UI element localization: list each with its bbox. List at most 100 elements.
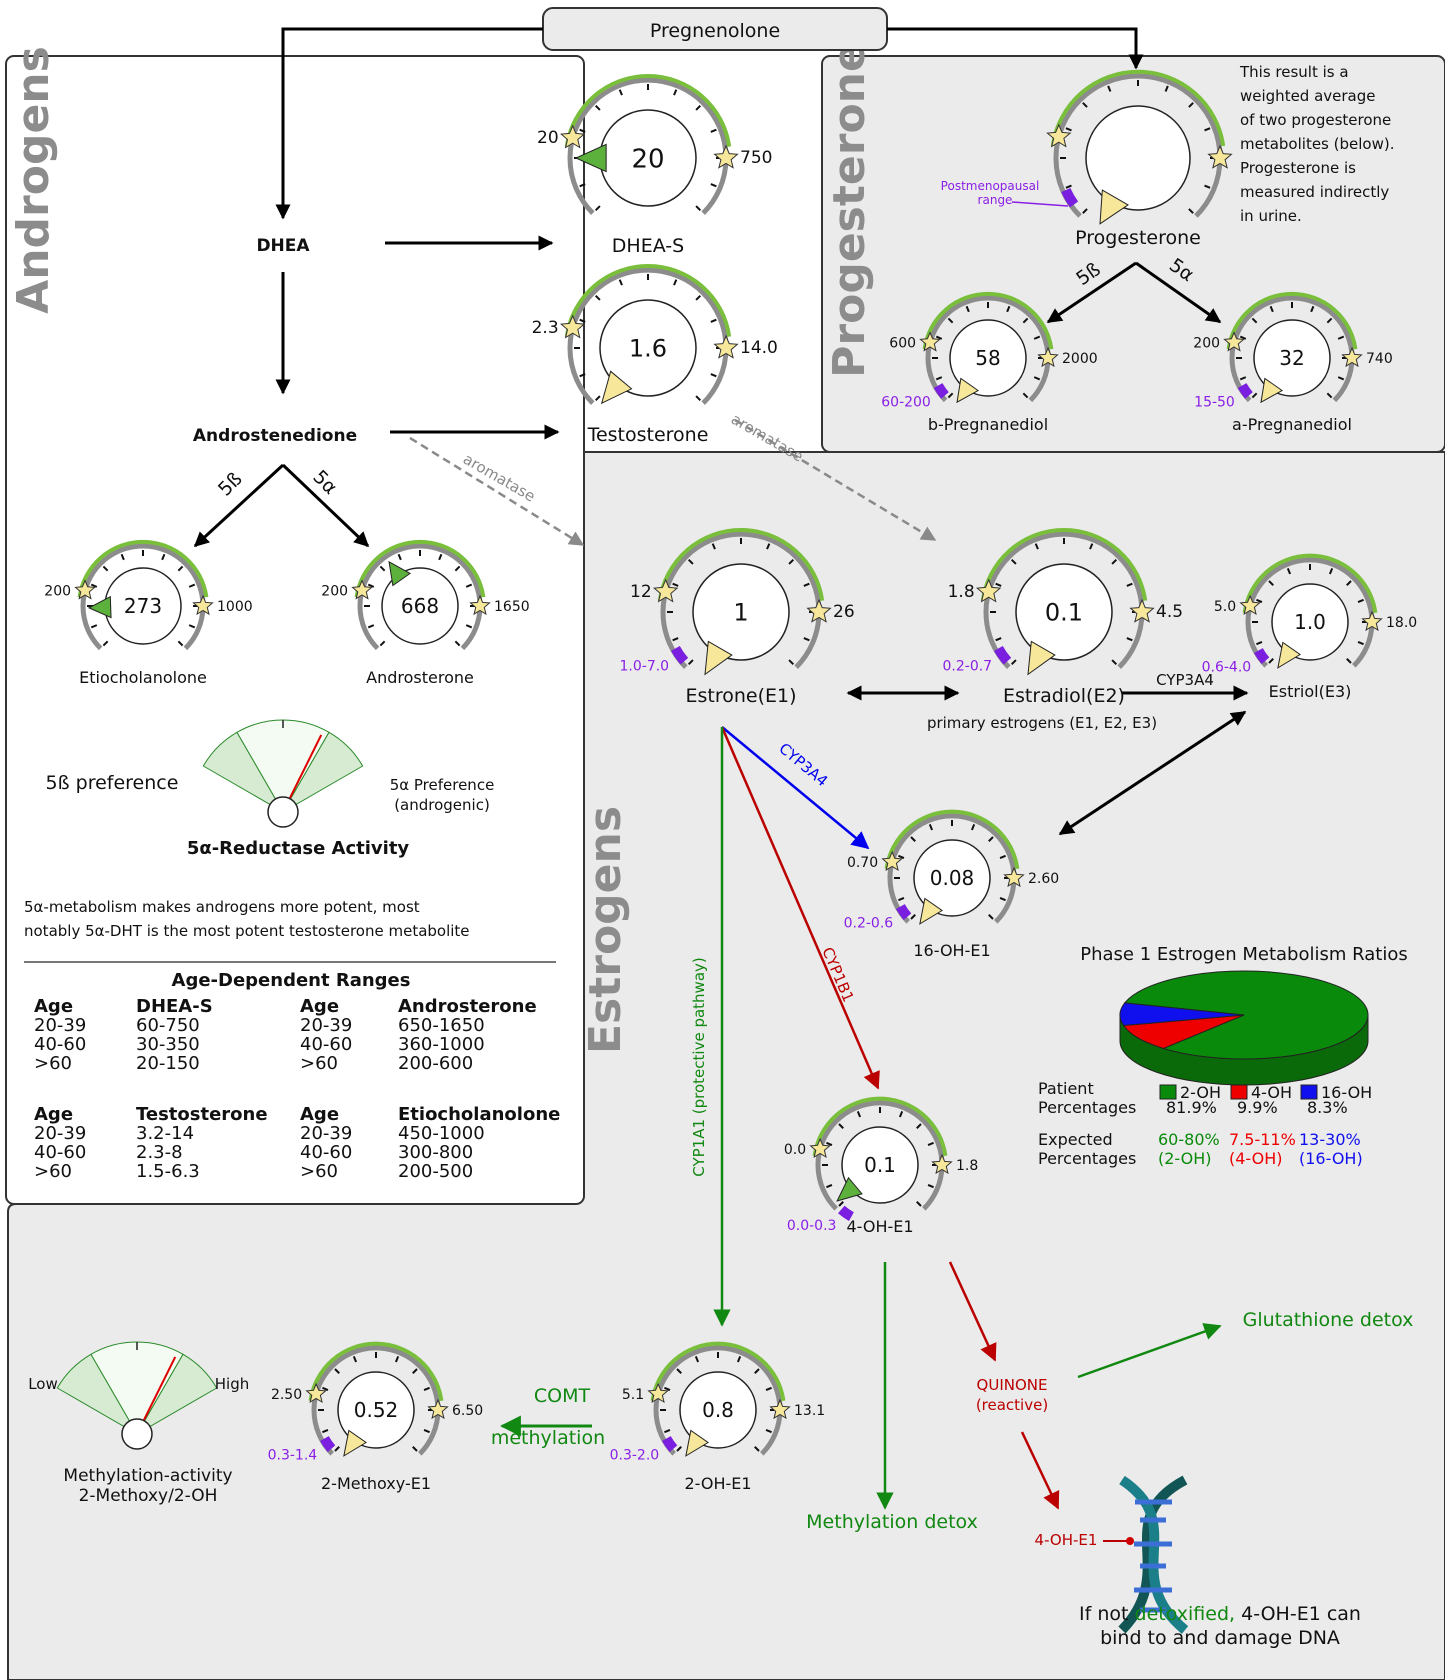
age-table-cell: 200-500 xyxy=(398,1161,473,1182)
e1-tick xyxy=(711,543,716,550)
dheas-pointer xyxy=(574,143,607,173)
etio-tick xyxy=(177,565,184,572)
methoxy-tick xyxy=(412,1368,418,1374)
oh16-tick xyxy=(988,914,994,920)
andro-tick xyxy=(465,624,473,629)
e1-tick xyxy=(687,558,694,565)
age-table-cell: 20-150 xyxy=(136,1053,200,1074)
legend-swatch xyxy=(1300,1084,1318,1100)
e1-postmenopausal-range-bar xyxy=(671,645,689,665)
bpreg-low-limit: 600 xyxy=(889,335,916,351)
svg-text:of two progesterone: of two progesterone xyxy=(1240,111,1391,129)
gauges-layer: 2020750DHEA-S1.62.314.0TestosteroneProge… xyxy=(44,69,1417,1493)
fan-methyl-right-band xyxy=(135,1353,218,1436)
testosterone-value: 1.6 xyxy=(629,335,667,363)
etio-tick xyxy=(188,583,196,588)
age-table-cell: 2.3-8 xyxy=(136,1142,183,1163)
dheas-tick xyxy=(695,205,702,212)
testosterone-tick xyxy=(594,294,601,301)
oh2-tick xyxy=(736,1356,742,1363)
cyp3a4-label-black: CYP3A4 xyxy=(1156,671,1214,689)
etio-tick xyxy=(90,624,98,629)
legend-patient-pct: 81.9% xyxy=(1166,1098,1217,1117)
oh4-tick xyxy=(838,1123,844,1129)
e1-tick xyxy=(687,659,694,666)
bpreg-tick xyxy=(1006,305,1011,313)
apreg-pointer xyxy=(1260,377,1284,404)
bpreg-tick xyxy=(947,317,954,324)
e3-tick xyxy=(1256,640,1263,646)
andro-normal-band xyxy=(354,539,486,598)
progesterone-tick xyxy=(1204,127,1211,132)
bpreg-value: 58 xyxy=(975,346,1000,370)
dheas-low-limit: 20 xyxy=(537,128,559,148)
postmenopausal-label: Postmenopausal xyxy=(941,179,1040,193)
oh4-tick xyxy=(916,1123,922,1129)
methoxy-tick xyxy=(352,1356,358,1363)
methoxy-value: 0.52 xyxy=(354,1398,399,1422)
testosterone-name: Testosterone xyxy=(587,424,709,446)
oh2-tick xyxy=(676,1368,682,1374)
apreg-value: 32 xyxy=(1279,346,1304,370)
andro-tick xyxy=(438,553,443,561)
etio-high-limit-star-icon xyxy=(192,594,214,616)
e1-tick xyxy=(788,558,795,565)
quinone-reactive-label: (reactive) xyxy=(976,1396,1048,1414)
e1-tick xyxy=(803,582,810,587)
oh16-tick xyxy=(999,854,1006,860)
oh16-postmenopausal-range: 0.2-0.6 xyxy=(844,916,894,932)
bpreg-low-limit-star-icon xyxy=(919,331,941,352)
e3-tick xyxy=(1268,658,1274,664)
androgen-panel xyxy=(5,55,585,1205)
age-table-header: Androsterone xyxy=(398,996,537,1017)
oh16-value-circle xyxy=(913,839,991,917)
age-table-cell: 3.2-14 xyxy=(136,1123,194,1144)
patient-label: Percentages xyxy=(1038,1098,1136,1117)
andro-value-circle xyxy=(381,567,459,645)
andro-value: 668 xyxy=(401,594,439,618)
bpreg-tick xyxy=(1022,392,1029,399)
progesterone-tick xyxy=(1065,184,1072,189)
pie-slice-2-OH xyxy=(1123,970,1369,1060)
methoxy-tick xyxy=(334,1446,340,1452)
apreg-postmenopausal-range: 15-50 xyxy=(1194,394,1235,410)
andro-tick xyxy=(397,553,402,561)
oh4-tick xyxy=(826,1141,833,1147)
apreg-tick xyxy=(1251,392,1258,399)
andro-tick xyxy=(367,583,375,588)
dheas-tick xyxy=(673,89,678,96)
oh16-postmenopausal-range-bar xyxy=(896,904,912,920)
oh4-tick xyxy=(927,1141,934,1147)
bpreg-name: b-Pregnanediol xyxy=(928,415,1048,434)
e2-tick xyxy=(995,637,1002,642)
methoxy-postmenopausal-range: 0.3-1.4 xyxy=(268,1448,318,1464)
methoxy-pointer xyxy=(343,1429,367,1457)
oh16-tick xyxy=(898,854,905,860)
oh4-tick xyxy=(838,1201,844,1207)
expected-label: Percentages xyxy=(1038,1149,1136,1168)
oh16-value: 0.08 xyxy=(930,866,975,890)
progesterone-pointer xyxy=(1099,189,1129,225)
age-table-cell: 40-60 xyxy=(300,1034,352,1055)
andro-tick xyxy=(465,583,473,588)
oh16-tick xyxy=(928,824,934,831)
estrogens-section-title: Estrogens xyxy=(580,806,631,1054)
oh2-low-limit-star-icon xyxy=(647,1382,669,1404)
dheas-tick xyxy=(594,205,601,212)
apreg-tick xyxy=(1326,392,1333,399)
apreg-tick xyxy=(1326,317,1333,324)
cyp1a1-label: CYP1A1 (protective pathway) xyxy=(690,957,708,1177)
e2-value: 0.1 xyxy=(1045,599,1083,627)
e2-normal-band xyxy=(980,528,1148,601)
oh2-low-limit: 5.1 xyxy=(622,1387,644,1403)
testosterone-tick xyxy=(695,395,702,402)
apreg-tick xyxy=(1310,305,1315,313)
apreg-name: a-Pregnanediol xyxy=(1232,415,1352,434)
methylation-detox-label: Methylation detox xyxy=(806,1511,978,1533)
methoxy-tick xyxy=(412,1446,418,1452)
etio-tick xyxy=(102,565,109,572)
oh16-high-limit-star-icon xyxy=(1003,866,1025,888)
